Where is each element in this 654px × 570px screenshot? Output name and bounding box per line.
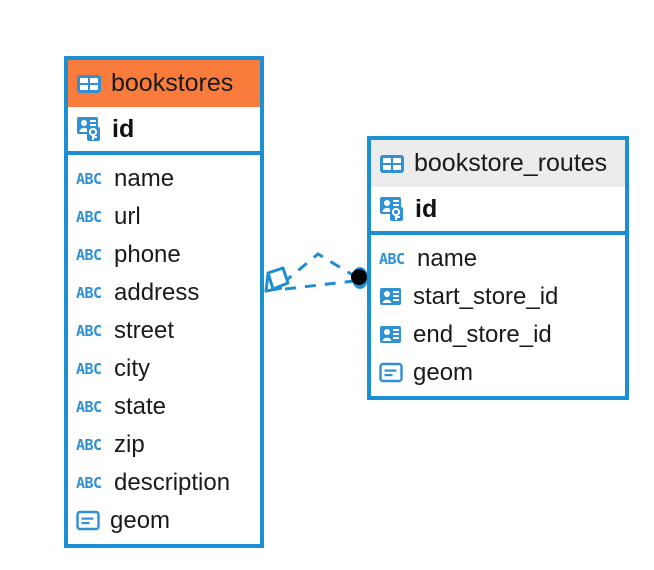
primary-key-icon bbox=[380, 197, 403, 221]
field-row-geom[interactable]: geom bbox=[68, 502, 260, 540]
text-field-icon: ABC bbox=[76, 322, 102, 340]
primary-key-icon bbox=[77, 117, 100, 141]
field-name-label: address bbox=[114, 279, 200, 306]
relationship-line-upper bbox=[282, 252, 357, 285]
foreign-key-icon bbox=[380, 326, 401, 343]
text-field-icon: ABC bbox=[76, 436, 102, 454]
field-name-label: start_store_id bbox=[413, 283, 559, 310]
field-row-start-store-id[interactable]: start_store_id bbox=[371, 278, 625, 316]
field-row-street[interactable]: ABC street bbox=[68, 312, 260, 350]
entity-header-bookstore-routes[interactable]: bookstore_routes bbox=[371, 140, 625, 187]
field-row-geom[interactable]: geom bbox=[371, 354, 625, 392]
relationship-line-lower bbox=[284, 279, 355, 291]
field-row-address[interactable]: ABC address bbox=[68, 274, 260, 312]
field-row-url[interactable]: ABC url bbox=[68, 198, 260, 236]
text-field-icon: ABC bbox=[76, 208, 102, 226]
field-name-label: geom bbox=[413, 359, 474, 386]
field-name-label: phone bbox=[114, 241, 181, 268]
field-list-bookstores: ABC name ABC url ABC phone ABC address A… bbox=[68, 155, 260, 544]
table-icon bbox=[380, 154, 404, 173]
field-row-state[interactable]: ABC state bbox=[68, 388, 260, 426]
text-field-icon: ABC bbox=[76, 170, 102, 188]
field-row-city[interactable]: ABC city bbox=[68, 350, 260, 388]
entity-title-bookstores: bookstores bbox=[111, 69, 234, 97]
field-row-primary-key[interactable]: id bbox=[68, 107, 260, 155]
field-name-label: description bbox=[114, 469, 231, 496]
entity-title-bookstore-routes: bookstore_routes bbox=[414, 149, 608, 177]
relationship-source-diamond-icon bbox=[264, 266, 290, 293]
text-field-icon: ABC bbox=[76, 474, 102, 492]
field-name-label: end_store_id bbox=[413, 321, 552, 348]
text-field-icon: ABC bbox=[76, 360, 102, 378]
field-name-label: name bbox=[417, 245, 478, 272]
entity-bookstore-routes[interactable]: bookstore_routes id ABC name bbox=[367, 136, 629, 400]
field-name-label: street bbox=[114, 317, 175, 344]
geometry-field-icon bbox=[379, 362, 403, 383]
text-field-icon: ABC bbox=[76, 246, 102, 264]
relationship-target-circle-icon bbox=[351, 267, 368, 289]
field-name-label: name bbox=[114, 165, 175, 192]
field-row-name[interactable]: ABC name bbox=[68, 160, 260, 198]
entity-header-bookstores[interactable]: bookstores bbox=[68, 60, 260, 107]
field-row-phone[interactable]: ABC phone bbox=[68, 236, 260, 274]
field-row-end-store-id[interactable]: end_store_id bbox=[371, 316, 625, 354]
field-row-description[interactable]: ABC description bbox=[68, 464, 260, 502]
field-name-label: geom bbox=[110, 507, 171, 534]
field-name-label: url bbox=[114, 203, 141, 230]
field-row-primary-key[interactable]: id bbox=[371, 187, 625, 235]
field-name-label: zip bbox=[114, 431, 145, 458]
text-field-icon: ABC bbox=[76, 284, 102, 302]
field-name-label: state bbox=[114, 393, 167, 420]
field-row-zip[interactable]: ABC zip bbox=[68, 426, 260, 464]
text-field-icon: ABC bbox=[379, 250, 405, 268]
field-row-name[interactable]: ABC name bbox=[371, 240, 625, 278]
foreign-key-icon bbox=[380, 288, 401, 305]
text-field-icon: ABC bbox=[76, 398, 102, 416]
field-list-bookstore-routes: ABC name start_store_id bbox=[371, 235, 625, 396]
geometry-field-icon bbox=[76, 510, 100, 531]
field-name-label: city bbox=[114, 355, 150, 382]
table-icon bbox=[77, 74, 101, 93]
field-name-id: id bbox=[415, 194, 438, 223]
field-name-id: id bbox=[112, 114, 135, 143]
entity-bookstores[interactable]: bookstores id ABC name ABC bbox=[64, 56, 264, 548]
